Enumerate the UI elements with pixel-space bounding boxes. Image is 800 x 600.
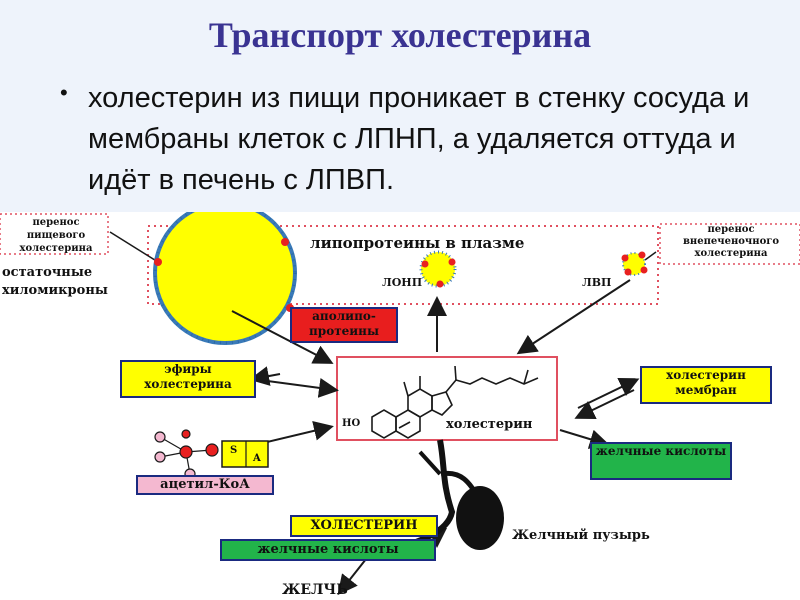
- arrow-to-esters: [249, 366, 281, 386]
- plasma-lipoproteins-label: липопротеины в плазме: [310, 234, 525, 252]
- apolipoproteins-box: аполипо-протеины: [290, 307, 398, 343]
- extrahepatic-transfer-label: перенос внепеченочного холестерина: [682, 224, 780, 259]
- extrahepatic-leader: [644, 251, 657, 261]
- arrow-membrane-back: [574, 389, 635, 420]
- ldl-particle: [419, 250, 457, 288]
- extrahepatic-frame: [659, 223, 800, 265]
- gallbladder-shape: [456, 486, 504, 550]
- slide-title: Транспорт холестерина: [208, 15, 592, 55]
- cholesterol-esters-box: эфиры холестерина: [120, 360, 256, 398]
- apo-dot: [621, 254, 629, 262]
- bullet-text: холестерин из пищи проникает в стенку со…: [88, 82, 750, 196]
- apo-dot: [154, 258, 162, 266]
- arrow-esters-to-center: [259, 377, 339, 398]
- food-transfer-label: перенос пищевого холестерина: [19, 217, 93, 254]
- remnants-label: остаточные хиломикроны: [2, 265, 108, 298]
- bile-acids-right-box: желчные кислоты: [590, 442, 732, 480]
- bile-acids-bottom-box: желчные кислоты: [220, 539, 436, 561]
- apo-dot: [281, 238, 289, 246]
- cholesterol-transport-diagram: перенос пищевого холестерина остаточные …: [0, 212, 800, 600]
- header-band: [0, 0, 800, 212]
- acetyl-coa-box: ацетил-КоА: [136, 475, 274, 495]
- ho-label: HO: [342, 418, 361, 429]
- bile-label: ЖЕЛЧЬ: [282, 582, 348, 598]
- food-transfer-leader: [109, 231, 159, 263]
- arrow-chylo-to-center: [231, 310, 334, 364]
- food-transfer-frame: [0, 213, 109, 255]
- apo-dot: [448, 258, 456, 266]
- bullet-marker: •: [60, 80, 68, 105]
- cholesterol-box: ХОЛЕСТЕРИН: [290, 515, 438, 537]
- ldl-label: ЛОНП: [382, 276, 423, 289]
- s-a-box: [221, 440, 269, 468]
- apo-dot: [638, 251, 646, 259]
- cholesterol-molecule-box: [336, 356, 558, 441]
- arrow-to-bile-acids: [559, 429, 610, 449]
- s-label: S: [230, 445, 238, 456]
- arrow-hdl-to-center: [516, 279, 631, 355]
- apo-dot: [436, 280, 444, 288]
- hdl-label: ЛВП: [582, 276, 612, 289]
- a-label: A: [253, 453, 261, 464]
- chylomicron-membrane: [153, 212, 297, 345]
- membrane-cholesterol-box: холестерин мембран: [640, 366, 772, 404]
- cholesterol-center-label: холестерин: [446, 417, 533, 432]
- diagram-graphics: [0, 212, 800, 596]
- steroid-structure: [371, 365, 539, 439]
- apo-dot: [640, 266, 648, 274]
- chylomicron-particle: [153, 212, 297, 345]
- acetyl-coa-structure: [154, 429, 219, 480]
- gallbladder-label: Желчный пузырь: [512, 528, 650, 543]
- apo-dot: [421, 260, 429, 268]
- apo-dot: [624, 268, 632, 276]
